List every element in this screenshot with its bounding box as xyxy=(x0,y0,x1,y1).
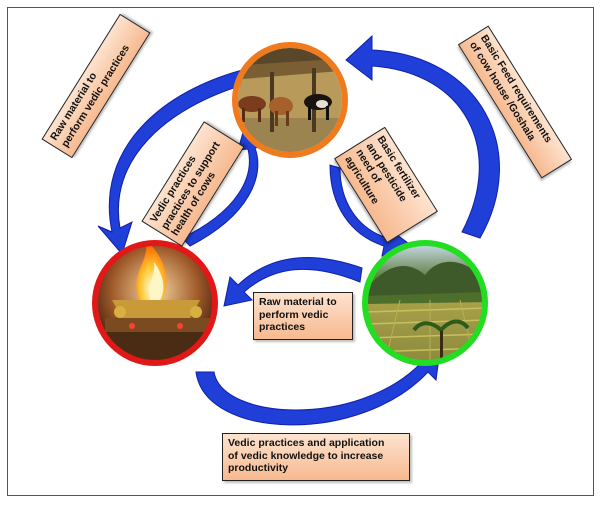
cow-house-ring xyxy=(232,42,348,158)
vedic-fire-photo xyxy=(97,245,213,361)
cow-house-photo xyxy=(238,48,342,152)
label-raw-material-center: Raw material to perform vedic practices xyxy=(253,292,353,340)
vedic-fire-ring xyxy=(92,240,218,366)
label-vedic-productivity: Vedic practices and application of vedic… xyxy=(222,433,410,481)
cow-house-node xyxy=(232,42,348,158)
arrow-fire-to-cowhouse xyxy=(181,120,267,247)
agriculture-field-node xyxy=(362,240,488,366)
arrow-field-to-cowhouse xyxy=(345,34,500,239)
vedic-fire-node xyxy=(92,240,218,366)
arrow-field-to-fire xyxy=(223,257,363,307)
agriculture-field-photo xyxy=(367,245,483,361)
agriculture-field-ring xyxy=(362,240,488,366)
